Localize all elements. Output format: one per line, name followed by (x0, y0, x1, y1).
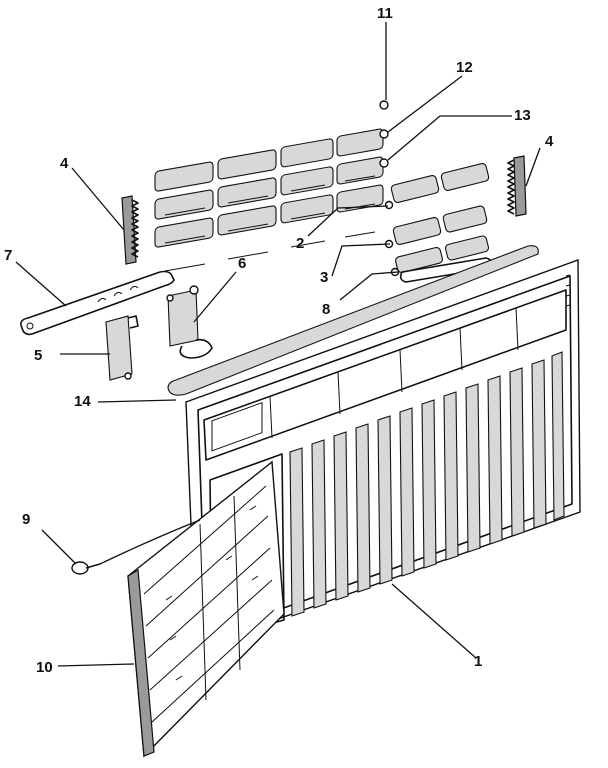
crank-bracket (166, 285, 213, 359)
callout-12: 12 (456, 59, 473, 76)
callout-11: 11 (377, 5, 393, 22)
callout-9: 9 (22, 511, 30, 528)
callout-3: 3 (320, 269, 328, 286)
callout-5: 5 (34, 347, 42, 364)
callout-6: 6 (238, 255, 246, 272)
grille-frame (185, 259, 581, 649)
left-toothed-bracket (121, 195, 139, 265)
hinged-door-panel (127, 460, 285, 758)
callout-2: 2 (296, 235, 304, 252)
callout-labels: 11 12 13 4 4 7 6 2 3 8 5 14 9 10 1 (4, 5, 554, 676)
callout-13: 13 (514, 107, 531, 124)
callout-4-left: 4 (60, 155, 69, 172)
middle-louver-set (384, 163, 490, 277)
hinge-bracket (105, 315, 139, 381)
callout-10: 10 (36, 659, 53, 676)
top-handle (167, 245, 539, 396)
callout-4-right: 4 (545, 133, 554, 150)
leader-lines (15, 22, 541, 667)
callout-14: 14 (74, 393, 91, 410)
callout-1: 1 (474, 653, 482, 670)
callout-7: 7 (4, 247, 12, 264)
upper-louver-assembly (154, 100, 389, 272)
link-bar (20, 270, 175, 336)
vertical-louvers (289, 351, 565, 617)
callout-8: 8 (322, 301, 330, 318)
right-toothed-bracket (507, 155, 527, 217)
screw (71, 561, 101, 575)
